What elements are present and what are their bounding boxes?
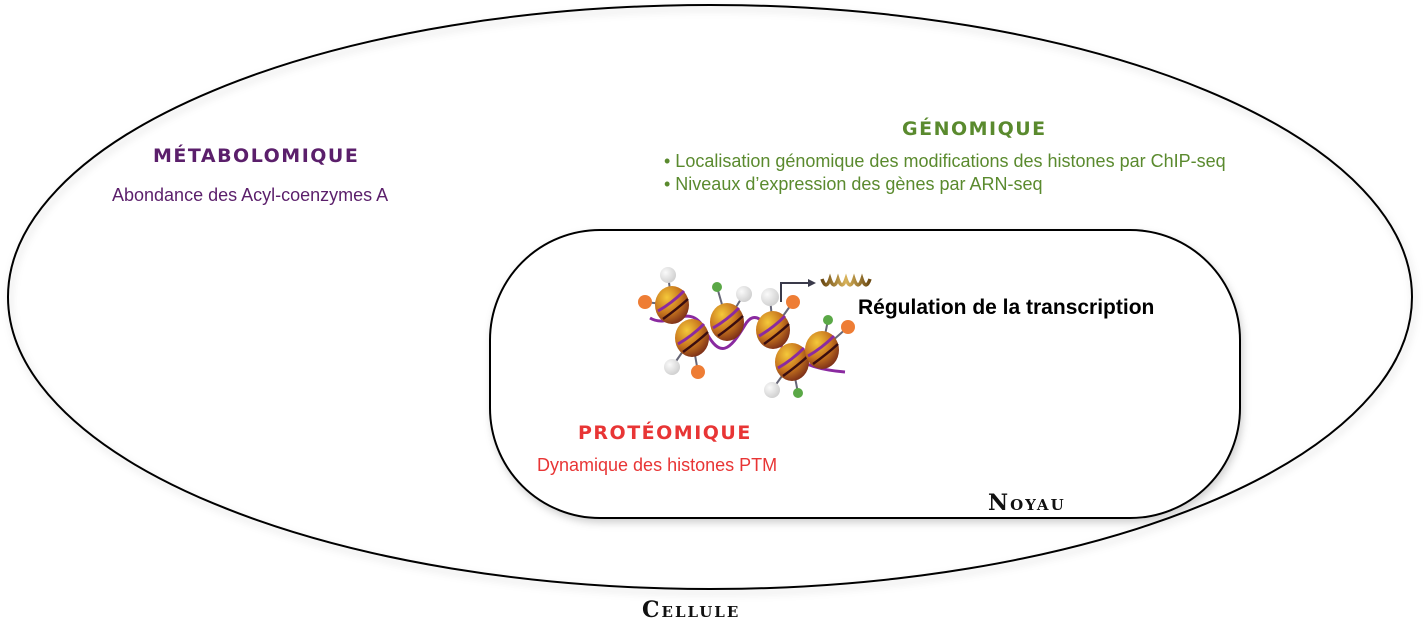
metabolomique-title: MÉTABOLOMIQUE	[153, 145, 360, 167]
transcription-start-arrow	[780, 282, 810, 302]
methyl-mark	[823, 315, 833, 325]
genomique-item-2: • Niveaux d’expression des gènes par ARN…	[664, 174, 1043, 194]
dna-wrap	[677, 322, 706, 346]
nucleosome-groove	[763, 323, 790, 346]
cell-label: Cellule	[642, 597, 741, 623]
nucleus-label: Noyau	[988, 490, 1066, 516]
acetyl-mark	[841, 320, 855, 334]
proteomique-title: PROTÉOMIQUE	[578, 422, 752, 444]
cell-membrane	[7, 4, 1413, 590]
dna-wrap	[758, 314, 787, 338]
histone-mark	[761, 288, 779, 306]
nucleosome-groove	[717, 315, 744, 338]
rna-transcript-icon	[820, 273, 872, 287]
histone-mark	[664, 359, 680, 375]
acetyl-mark	[638, 295, 652, 309]
transcription-label: Régulation de la transcription	[858, 296, 1155, 319]
nucleosome-groove	[812, 343, 839, 366]
dna-wrap	[657, 289, 686, 313]
proteomique-text: Dynamique des histones PTM	[537, 455, 778, 475]
genomique-title: GÉNOMIQUE	[902, 118, 1047, 140]
nucleosome-groove	[682, 331, 709, 354]
arrow-head-icon	[808, 279, 816, 287]
nucleosome-groove	[782, 355, 809, 378]
genomique-item-1: • Localisation génomique des modificatio…	[664, 151, 1226, 171]
methyl-mark	[712, 282, 722, 292]
dna-wrap	[807, 334, 836, 358]
nucleosome-groove	[662, 298, 689, 321]
acetyl-mark	[786, 295, 800, 309]
histone-mark	[764, 382, 780, 398]
dna-wrap	[712, 306, 741, 330]
histone-mark	[736, 286, 752, 302]
histone-mark	[660, 267, 676, 283]
methyl-mark	[793, 388, 803, 398]
metabolomique-text: Abondance des Acyl-coenzymes A	[112, 185, 389, 205]
chromatin-illustration	[638, 267, 855, 398]
dna-wrap	[777, 346, 806, 370]
acetyl-mark	[691, 365, 705, 379]
